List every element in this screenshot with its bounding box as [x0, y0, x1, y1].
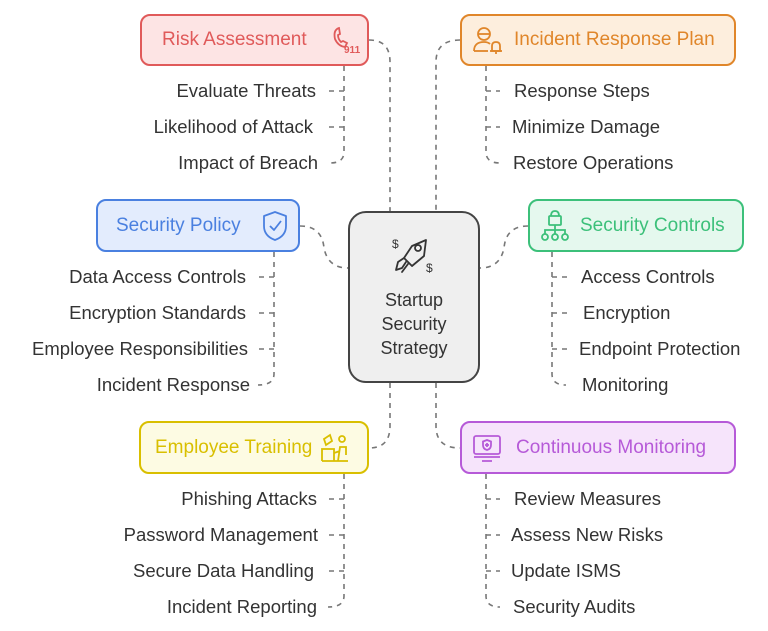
list-item: Access Controls — [581, 266, 715, 287]
teacher-board-icon — [321, 433, 349, 462]
list-item: Encryption Standards — [69, 302, 246, 323]
branch-continuous-monitoring[interactable]: Continuous Monitoring — [460, 421, 736, 474]
svg-text:911: 911 — [344, 45, 361, 55]
branch-title: Incident Response Plan — [514, 29, 715, 50]
central-topic-line: Strategy — [380, 338, 448, 358]
list-item: Encryption — [583, 302, 671, 323]
list-item: Data Access Controls — [69, 266, 246, 287]
list-item: Incident Response — [96, 374, 250, 395]
central-topic-line: Security — [381, 314, 447, 334]
list-item: Incident Reporting — [166, 596, 317, 617]
list-item: Update ISMS — [511, 560, 622, 581]
svg-text:$: $ — [392, 237, 399, 251]
svg-text:$: $ — [426, 261, 433, 275]
list-item: Evaluate Threats — [176, 80, 316, 101]
branch-risk-assessment[interactable]: Risk Assessment 911 — [140, 14, 369, 66]
phone-911-icon: 911 — [333, 26, 361, 55]
list-item: Endpoint Protection — [579, 338, 741, 359]
list-item: Restore Operations — [513, 152, 674, 173]
list-item: Security Audits — [513, 596, 636, 617]
lock-network-icon — [541, 209, 569, 241]
branch-incident-response-plan[interactable]: Incident Response Plan — [460, 14, 736, 66]
list-item: Likelihood of Attack — [153, 116, 313, 137]
list-item: Minimize Damage — [512, 116, 661, 137]
list-item: Impact of Breach — [178, 152, 318, 173]
branch-security-controls[interactable]: Security Controls — [528, 199, 744, 252]
shield-check-icon — [262, 210, 287, 241]
list-item: Password Management — [123, 524, 318, 545]
branch-security-policy[interactable]: Security Policy — [96, 199, 300, 252]
list-item: Review Measures — [514, 488, 662, 509]
list-item: Response Steps — [514, 80, 650, 101]
branch-title: Security Controls — [580, 214, 725, 236]
central-topic-line: Startup — [384, 290, 444, 310]
branch-title: Risk Assessment — [162, 29, 307, 50]
list-item: Secure Data Handling — [133, 560, 314, 581]
list-item: Employee Responsibilities — [32, 338, 248, 359]
central-topic-node[interactable]: $ $ Startup Security Strategy — [348, 211, 480, 383]
monitor-shield-icon — [473, 434, 501, 462]
branch-employee-training[interactable]: Employee Training — [139, 421, 369, 474]
branch-title: Employee Training — [155, 436, 313, 458]
rocket-money-icon: $ $ — [392, 237, 433, 275]
list-item: Assess New Risks — [511, 524, 664, 545]
branch-title: Continuous Monitoring — [516, 436, 707, 458]
list-item: Phishing Attacks — [181, 488, 317, 509]
responder-bell-icon — [473, 27, 502, 54]
list-item: Monitoring — [582, 374, 669, 395]
branch-title: Security Policy — [116, 214, 241, 236]
